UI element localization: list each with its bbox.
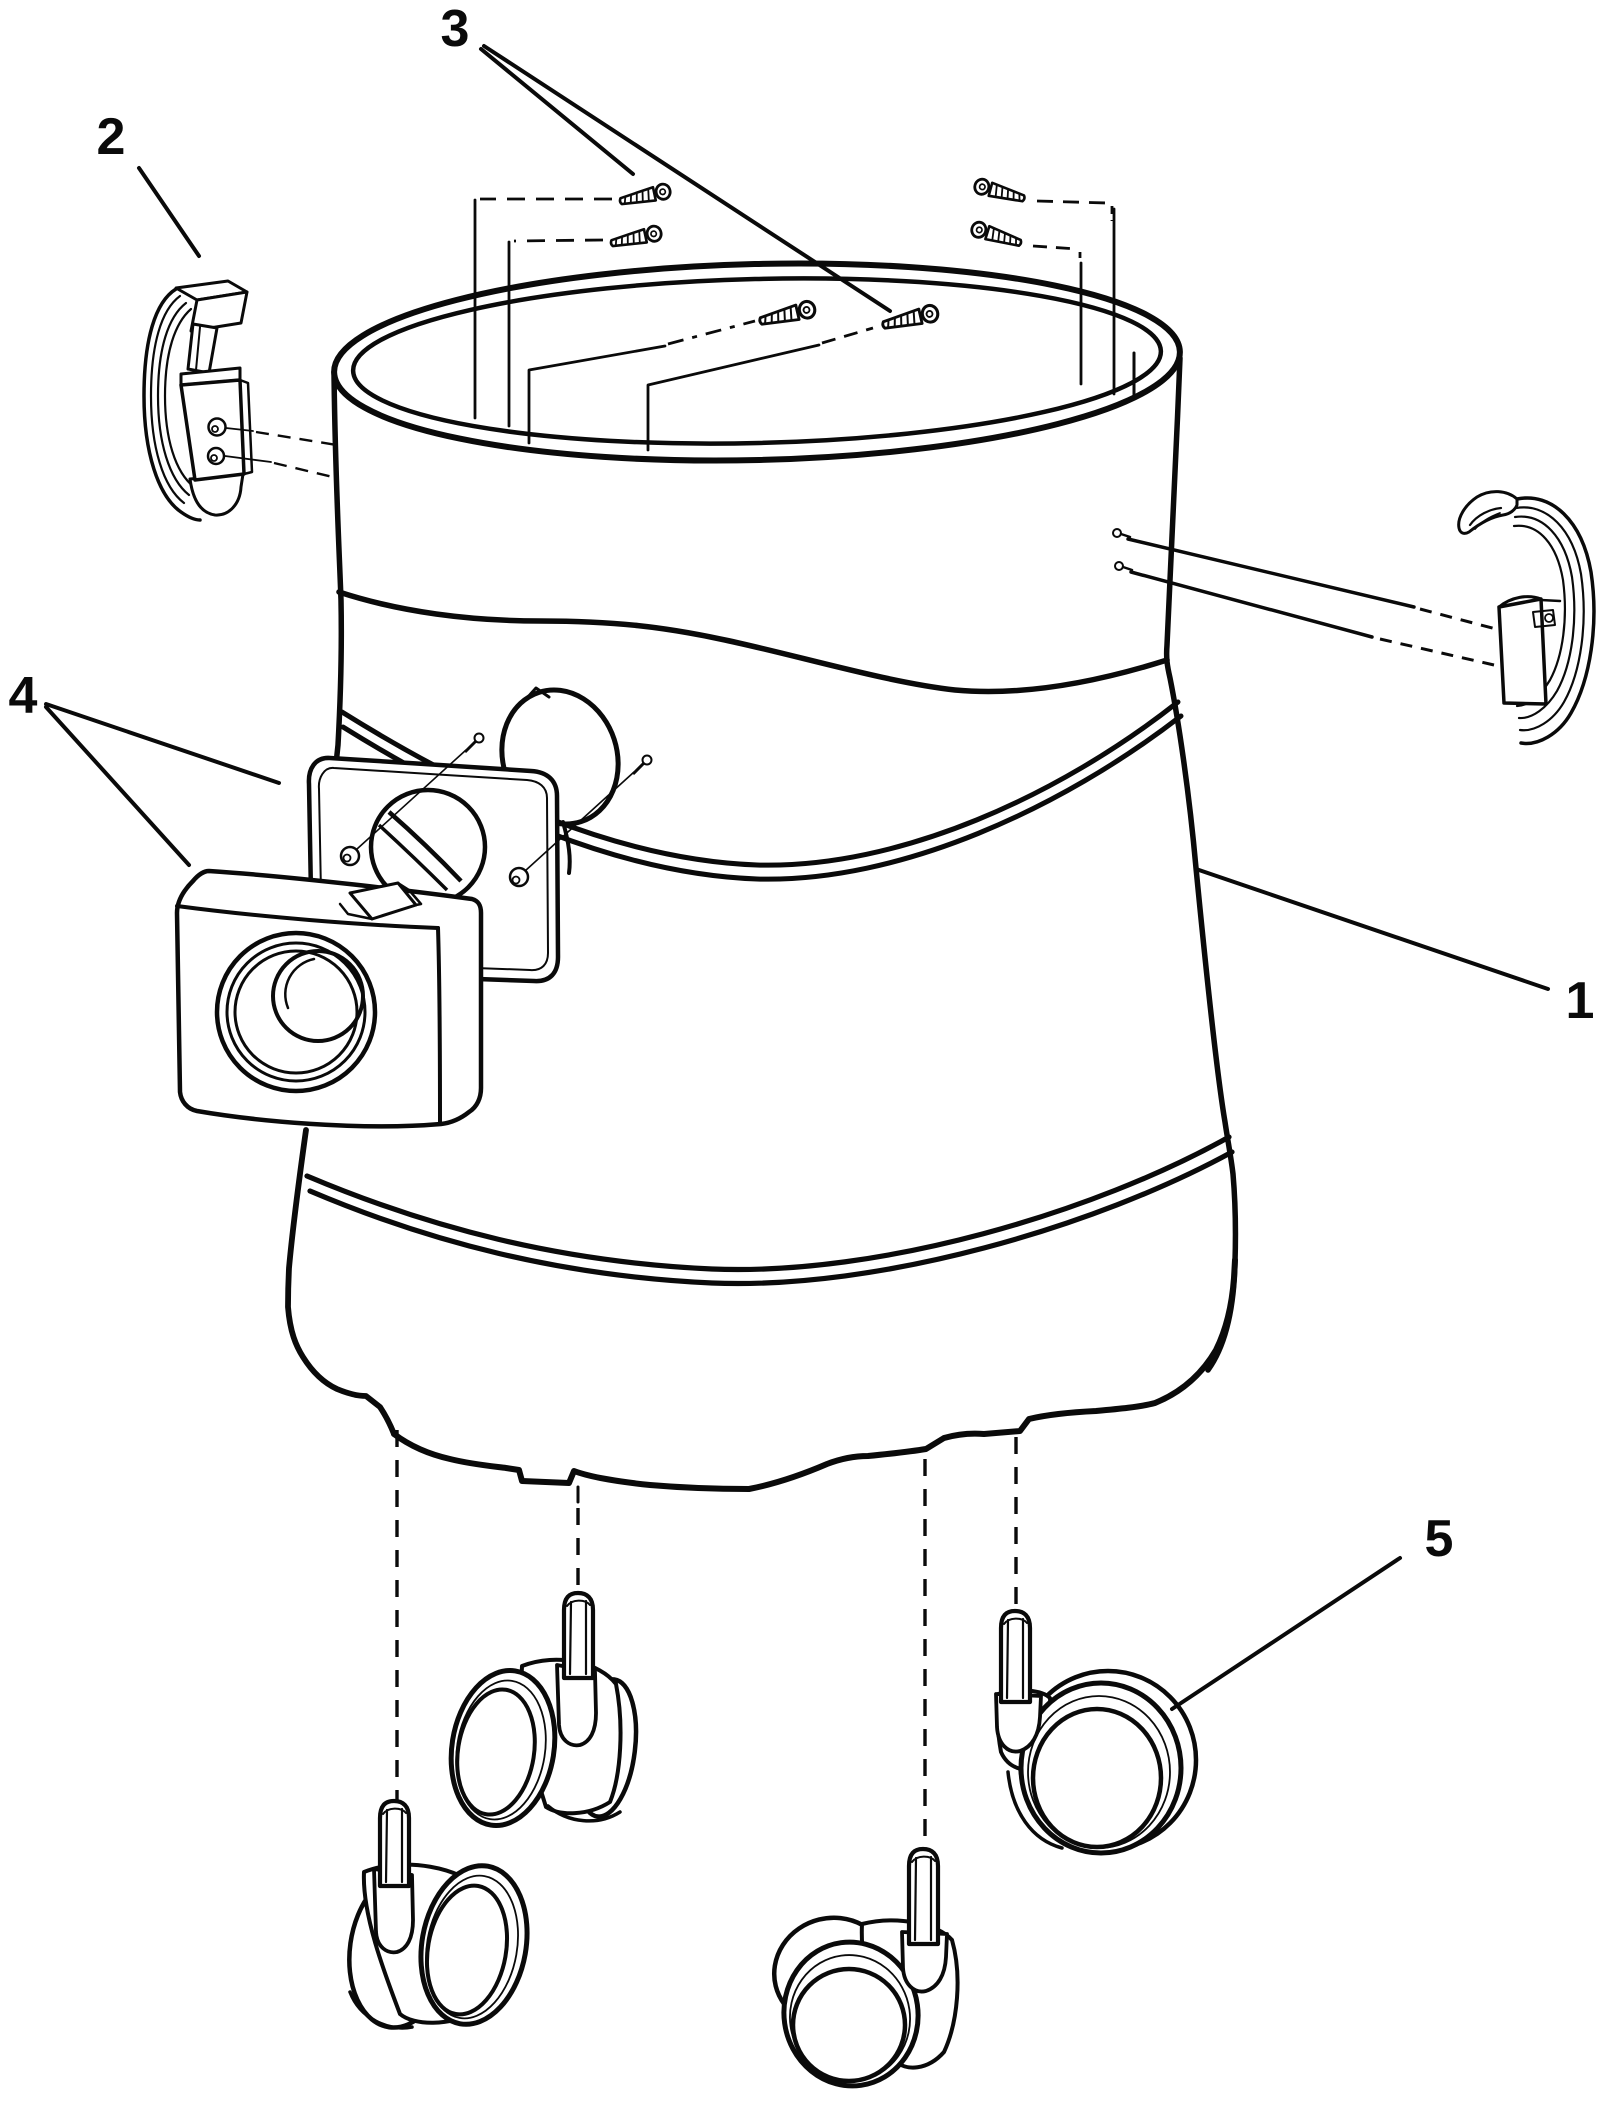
svg-text:5: 5 [1425, 1510, 1454, 1568]
svg-text:4: 4 [9, 667, 38, 725]
svg-text:3: 3 [441, 0, 470, 58]
svg-text:1: 1 [1566, 972, 1595, 1030]
svg-text:2: 2 [97, 108, 126, 166]
